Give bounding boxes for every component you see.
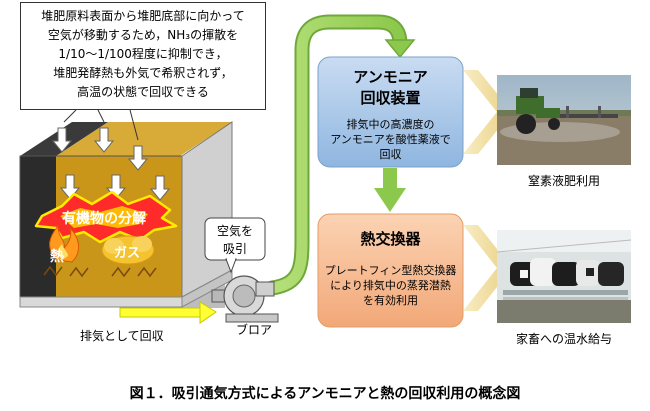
exhaust-arrow [119,301,217,324]
ammonia-desc-2: アンモニアを酸性薬液で [330,133,451,146]
note-line-3: 1/10～1/100程度に抑制でき， [58,47,228,61]
note-line-1: 堆肥原料表面から堆肥底部に向かって [41,9,245,23]
ammonia-recovery-box [317,56,464,168]
tractor-field-photo [497,75,631,165]
ammonia-title-1: アンモニア [353,68,428,86]
intake-label-1: 空気を [216,224,253,238]
heat-exchanger-desc-2: により排気中の蒸発潜熱 [330,279,451,292]
heat-exchanger-desc-3: を有効利用 [363,294,418,307]
explanation-note: 堆肥原料表面から堆肥底部に向かって 空気が移動するため，NH₃の揮散を 1/10… [20,2,266,110]
steam-lines [43,265,157,278]
ammonia-title-2: 回収装置 [360,89,421,107]
ammonia-desc-1: 排気中の高濃度の [346,118,435,131]
fertilizer-use-label: 窒素液肥利用 [527,174,600,188]
note-line-5: 高温の状態で回収できる [77,85,209,99]
green-duct [264,14,416,296]
decomposition-label: 有機物の分解 [62,211,146,227]
exhaust-label: 排気として回収 [80,329,164,343]
note-line-2: 空気が移動するため，NH₃の揮散を [47,28,239,42]
gas-cloud-icon [101,235,155,265]
blower-label: ブロア [236,323,273,337]
note-pointers [63,109,139,141]
heat-exchanger-title: 熱交換器 [360,230,421,248]
flame-icon [49,224,79,263]
note-line-4: 堆肥発酵熱も外気で希釈されず， [53,66,233,80]
ammonia-desc-3: 回収 [379,148,402,161]
gas-label: ガス [114,246,141,261]
intake-callout [204,217,266,274]
livestock-use-label: 家畜への温水給与 [515,332,612,346]
intake-label-2: 吸引 [222,242,247,256]
livestock-barn-photo [496,230,632,323]
down-arrow-green [374,168,406,212]
heat-exchanger-desc-1: プレートフィン型熱交換器 [324,264,457,277]
blower-machine-icon [211,275,279,323]
heat-label: 熱 [50,249,64,265]
heat-exchanger-box [317,213,464,328]
figure-caption: 図１．吸引通気方式によるアンモニアと熱の回収利用の概念図 [129,386,521,402]
